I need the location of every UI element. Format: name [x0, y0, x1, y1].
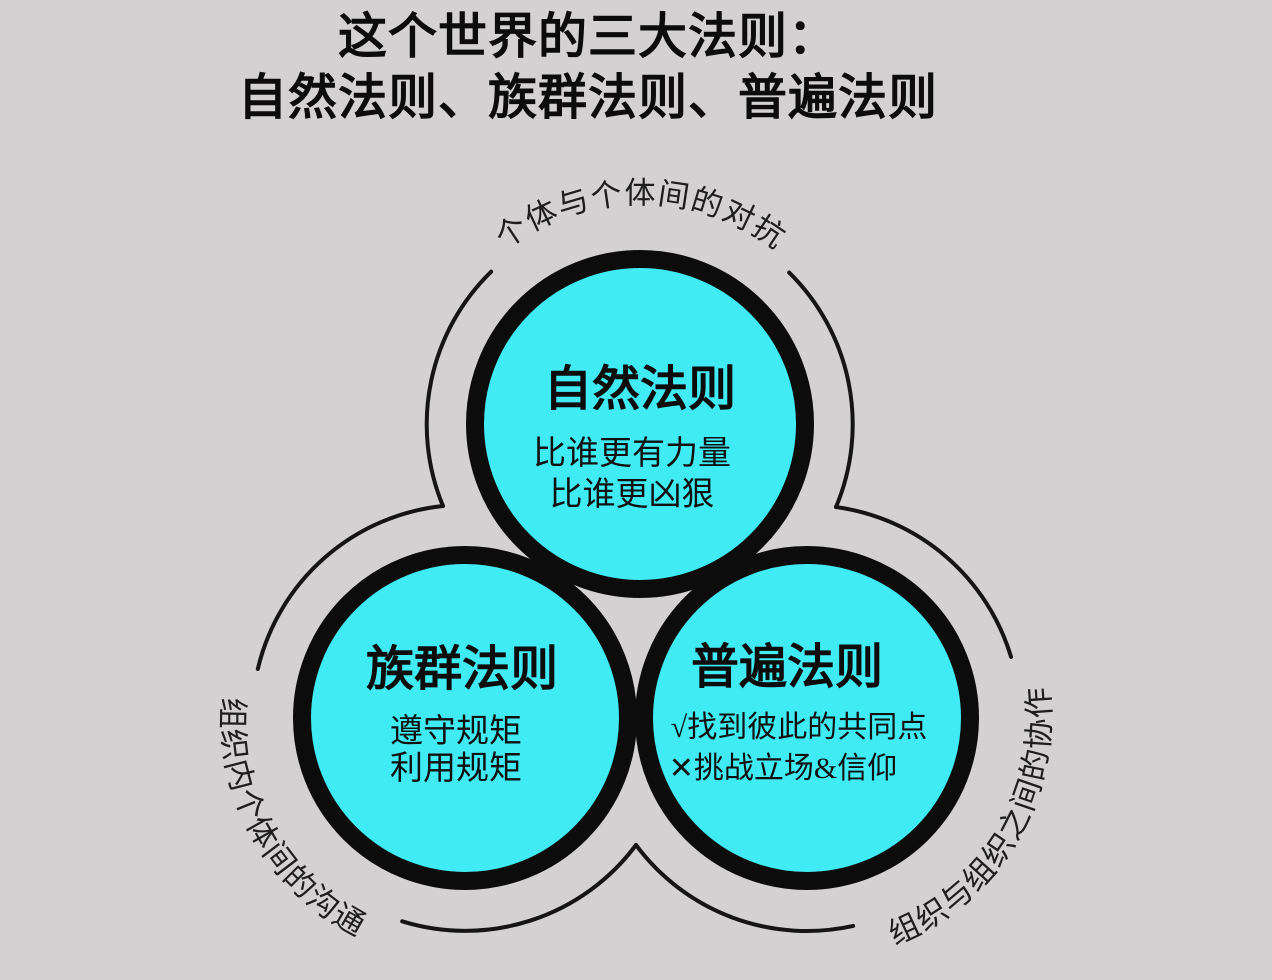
- natural-law-title: 自然法则: [544, 363, 736, 416]
- circle-universal-law: [635, 546, 979, 890]
- tribal-law-line-2: 利用规矩: [390, 750, 522, 787]
- outer-contour-left: [250, 504, 638, 933]
- arc-label-top: 个体与个体间的对抗: [489, 175, 791, 255]
- title-line-1: 这个世界的三大法则：: [337, 9, 838, 64]
- natural-law-line-2: 比谁更凶狠: [550, 477, 715, 513]
- outer-contour-top: [424, 209, 855, 509]
- arc-label-top-text: 个体与个体间的对抗: [489, 175, 793, 255]
- natural-law-line-1: 比谁更有力量: [533, 435, 731, 472]
- outer-contour-right: [634, 505, 1023, 933]
- universal-law-line-2: ✕挑战立场&信仰: [669, 752, 897, 785]
- circle-natural-law: [466, 250, 814, 598]
- tribal-law-title: 族群法则: [366, 643, 558, 696]
- circle-tribal-law: [293, 546, 637, 890]
- title-line-2: 自然法则、族群法则、普遍法则: [237, 70, 938, 125]
- universal-law-title: 普遍法则: [691, 641, 883, 694]
- diagram-title: 这个世界的三大法则： 自然法则、族群法则、普遍法则: [0, 6, 1176, 128]
- tribal-law-line-1: 遵守规矩: [390, 713, 522, 750]
- universal-law-line-1: √找到彼此的共同点: [671, 711, 927, 744]
